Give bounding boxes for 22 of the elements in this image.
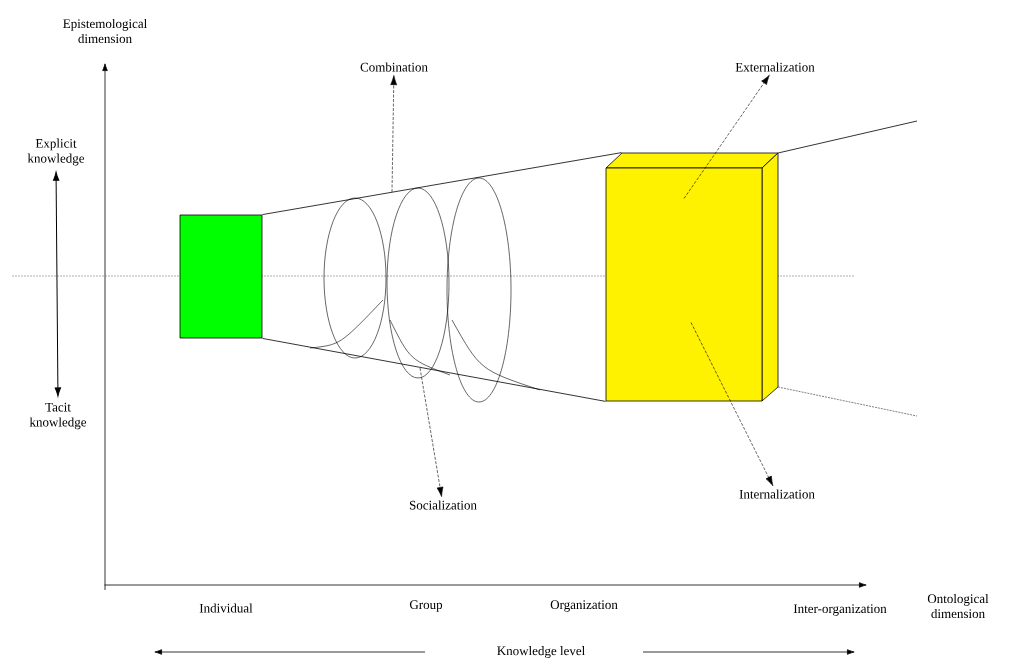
mode-label: Explicit knowledge [27, 138, 85, 166]
axis-label: Inter-organization [793, 604, 887, 616]
cuboid [605, 152, 779, 402]
cone-line [262, 152, 622, 215]
axis-label: Epistemological dimension [63, 18, 147, 44]
mode-label: Internalization [739, 489, 815, 499]
arrow [683, 74, 770, 199]
mode-label: Externalization [735, 62, 815, 72]
arrow [690, 322, 774, 487]
axis-label: Group [409, 600, 443, 612]
mode-label: Combination [360, 62, 428, 72]
mode-label: Socialization [409, 500, 477, 510]
axis-label: Individual [199, 603, 253, 613]
axis-label: Knowledge level [497, 646, 585, 658]
arrow [52, 171, 62, 397]
mode-label: Tacit knowledge [29, 402, 87, 430]
axis-label: Organization [550, 600, 618, 612]
arrow [390, 75, 398, 193]
box [179, 214, 263, 339]
cone-line [262, 338, 606, 402]
axis-label: Ontological dimension [927, 593, 989, 619]
arrow [419, 367, 444, 497]
